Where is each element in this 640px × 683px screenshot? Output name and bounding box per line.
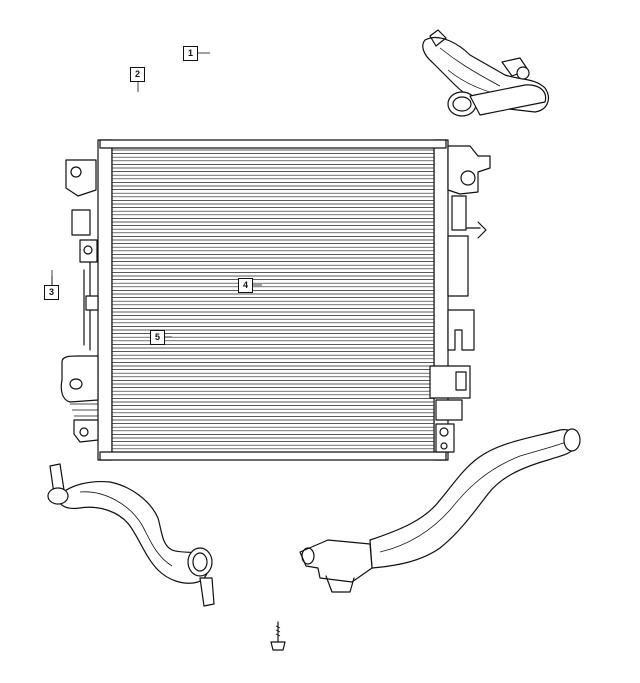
callout-5: 5: [150, 330, 165, 345]
upper-hose: [422, 29, 549, 117]
callout-2: 2: [130, 67, 145, 82]
callout-3: 3: [44, 285, 59, 300]
leader-lines: [51, 52, 262, 338]
left-side-components: [51, 159, 99, 443]
right-side-components: [429, 145, 491, 453]
callout-1: 1: [183, 46, 198, 61]
callout-4: 4: [238, 278, 253, 293]
lower-left-hose: [47, 463, 215, 607]
mounting-bolt: [270, 621, 286, 651]
radiator: [97, 139, 449, 461]
lower-right-hose: [299, 428, 581, 593]
